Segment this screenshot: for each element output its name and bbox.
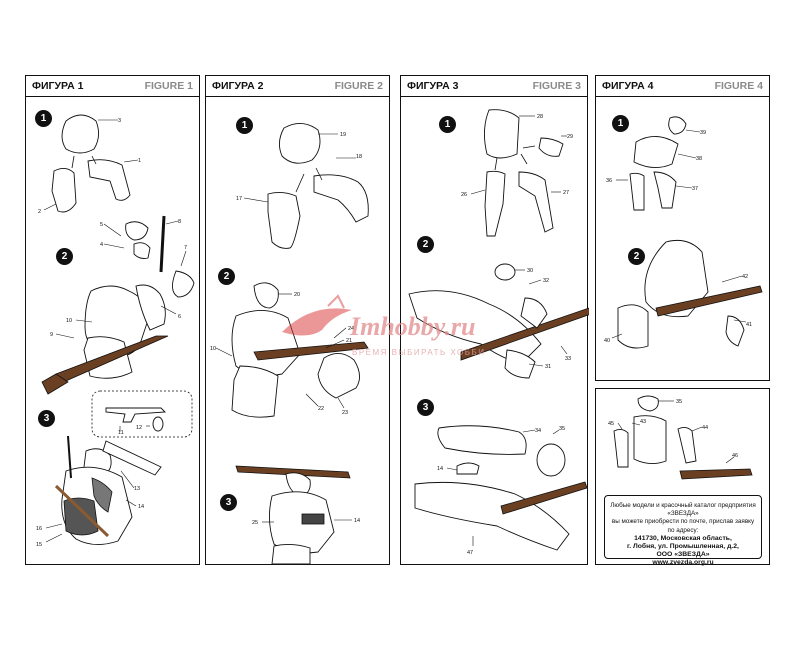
figure-1-panel: ФИГУРА 1 FIGURE 1 1 2 3: [25, 75, 200, 565]
watermark-brand: Imhobby.ru: [350, 312, 476, 341]
part-num-14: 14: [437, 466, 443, 472]
part-num-27: 27: [563, 190, 569, 196]
catalog-address-line-2: г. Лобня, ул. Промышленная, д.2,: [627, 543, 739, 551]
part-num-10: 10: [66, 318, 72, 324]
part-num-39: 39: [700, 130, 706, 136]
part-num-4: 4: [100, 242, 103, 248]
part-num-36: 36: [606, 178, 612, 184]
part-num-44: 44: [702, 425, 708, 431]
part-num-19: 19: [340, 132, 346, 138]
part-num-26: 26: [461, 192, 467, 198]
figure-1-step-2: 2: [56, 248, 73, 265]
part-num-41: 41: [746, 322, 752, 328]
figure-1-title-en: FIGURE 1: [144, 80, 193, 92]
part-num-25: 25: [252, 520, 258, 526]
figure-3-title-en: FIGURE 3: [532, 80, 581, 92]
part-num-46: 46: [732, 453, 738, 459]
figure-1-step-3: 3: [38, 410, 55, 427]
part-num-40: 40: [604, 338, 610, 344]
figure-4-step-2: 2: [628, 248, 645, 265]
part-num-11: 11: [118, 430, 124, 436]
part-num-3: 3: [118, 118, 121, 124]
figure-4-assembly-drawing: 39 38 36 37 42 41 40: [604, 116, 763, 349]
part-num-43: 43: [640, 419, 646, 425]
part-num-14: 14: [138, 504, 144, 510]
figure-2-step-2: 2: [218, 268, 235, 285]
part-num-28: 28: [537, 114, 543, 120]
figure-2-panel: ФИГУРА 2 FIGURE 2 1 2 3 19 18 17: [205, 75, 390, 565]
part-num-8: 8: [178, 219, 181, 225]
catalog-company: ООО «ЗВЕЗДА»: [656, 551, 710, 559]
part-num-21: 21: [346, 338, 352, 344]
figure-1-header: ФИГУРА 1 FIGURE 1: [26, 76, 199, 97]
part-num-14: 14: [354, 518, 360, 524]
hobby-logo-watermark: [282, 294, 352, 336]
part-num-1: 1: [138, 158, 141, 164]
part-num-5: 5: [100, 222, 103, 228]
part-num-33: 33: [565, 356, 571, 362]
figure-4-step-1: 1: [612, 115, 629, 132]
part-num-15: 15: [36, 542, 42, 548]
figure-2-assembly-drawing: 19 18 17 20 10 24 21 22 23 25 14: [210, 123, 369, 565]
part-num-17: 17: [236, 196, 242, 202]
figure-2-step-3: 3: [220, 494, 237, 511]
watermark-tagline: ВРЕМЯ ВЫБИРАТЬ ХОББИ: [352, 348, 486, 357]
part-num-12: 12: [136, 425, 142, 431]
figure-2-title-en: FIGURE 2: [334, 80, 383, 92]
part-num-31: 31: [545, 364, 551, 370]
part-num-30: 30: [527, 268, 533, 274]
figure-1-assembly-drawing: 3 1 2 5 4 8 7 6 10 9 11 12 13 14 16 15: [36, 114, 195, 548]
part-num-34: 34: [535, 428, 541, 434]
part-num-38: 38: [696, 156, 702, 162]
catalog-address-line-1: 141730, Московская область,: [634, 534, 732, 542]
part-num-7: 7: [184, 245, 187, 251]
figure-1-title-ru: ФИГУРА 1: [32, 80, 84, 92]
part-num-9: 9: [50, 332, 53, 338]
figure-4-header: ФИГУРА 4 FIGURE 4: [596, 76, 769, 97]
figure-2-header: ФИГУРА 2 FIGURE 2: [206, 76, 389, 97]
part-num-2: 2: [38, 209, 41, 215]
part-num-16: 16: [36, 526, 42, 532]
part-num-18: 18: [356, 154, 362, 160]
part-num-20: 20: [294, 292, 300, 298]
figure-3-step-3: 3: [417, 399, 434, 416]
figure-3-title-ru: ФИГУРА 3: [407, 80, 459, 92]
part-num-35: 35: [676, 399, 682, 405]
figure-3-assembly-drawing: 28 29 26 27 30 32 33 31 34 35 14 47: [408, 109, 589, 556]
figure-3-step-2: 2: [417, 236, 434, 253]
figure-1-step-1: 1: [35, 110, 52, 127]
extra-parts-panel: 35 43 45 44 46 Любые модели и красочный …: [595, 388, 770, 566]
catalog-line-1: Любые модели и красочный каталог предпри…: [610, 502, 756, 518]
part-num-13: 13: [134, 486, 140, 492]
figure-4-title-ru: ФИГУРА 4: [602, 80, 654, 92]
part-num-35: 35: [559, 426, 565, 432]
figure-3-panel: ФИГУРА 3 FIGURE 3 1 2 3 28: [400, 75, 589, 565]
catalog-website[interactable]: www.zvezda.org.ru: [652, 559, 714, 567]
part-num-22: 22: [318, 406, 324, 412]
figure-4-panel: ФИГУРА 4 FIGURE 4 1 2 39 38 36 37 42 41 …: [595, 75, 770, 381]
extra-parts-drawing: 35 43 45 44 46: [608, 395, 753, 480]
part-num-47: 47: [467, 550, 473, 556]
part-num-37: 37: [692, 186, 698, 192]
figure-2-title-ru: ФИГУРА 2: [212, 80, 264, 92]
part-num-42: 42: [742, 274, 748, 280]
part-num-10: 10: [210, 346, 216, 352]
part-num-6: 6: [178, 314, 181, 320]
part-num-45: 45: [608, 421, 614, 427]
part-num-29: 29: [567, 134, 573, 140]
part-num-23: 23: [342, 410, 348, 416]
catalog-line-2: вы можете приобрести по почте, прислав з…: [611, 518, 755, 534]
figure-2-step-1: 1: [236, 117, 253, 134]
part-num-32: 32: [543, 278, 549, 284]
catalog-order-box: Любые модели и красочный каталог предпри…: [604, 495, 762, 566]
figure-3-step-1: 1: [439, 116, 456, 133]
figure-4-title-en: FIGURE 4: [714, 80, 763, 92]
part-num-24: 24: [348, 326, 354, 332]
figure-3-header: ФИГУРА 3 FIGURE 3: [401, 76, 587, 97]
